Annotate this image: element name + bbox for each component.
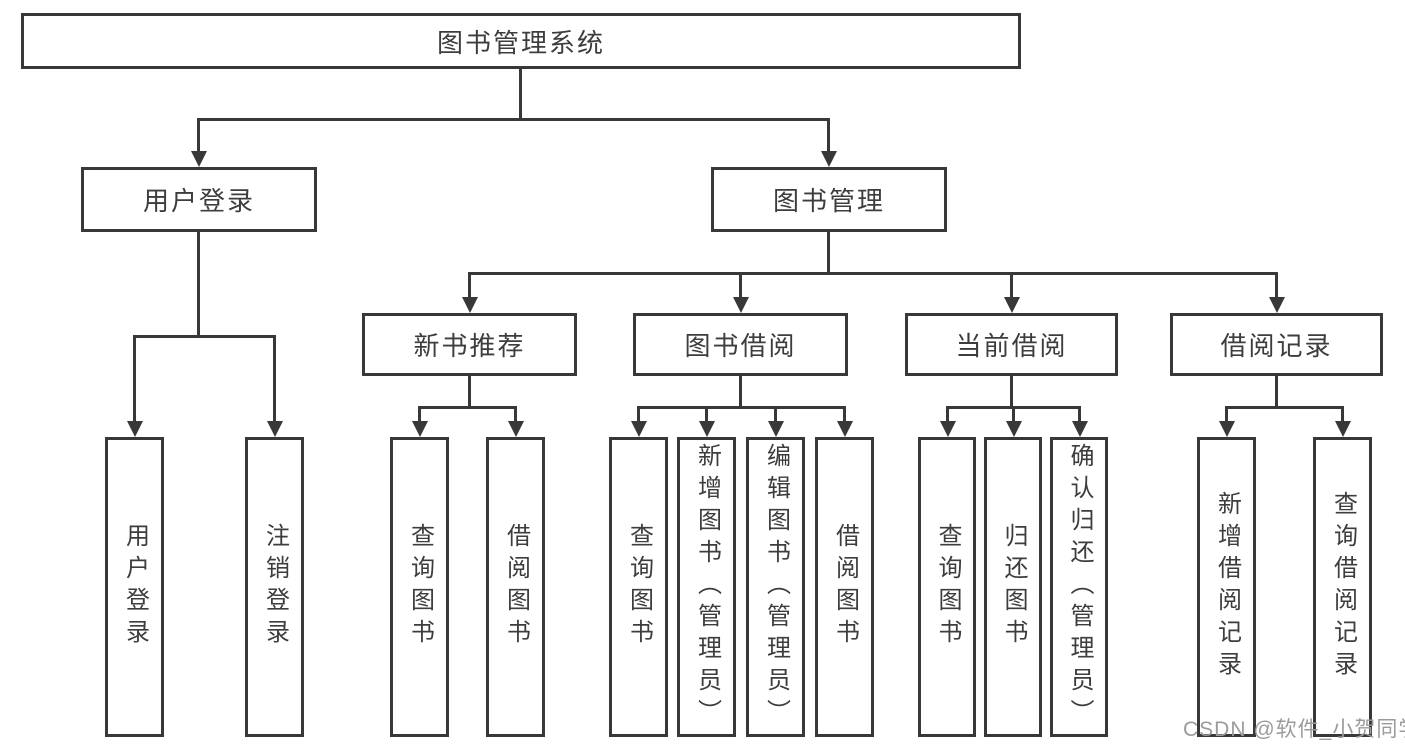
leaf-label: 查询借阅记录 bbox=[1329, 491, 1357, 683]
leaf-label: 查询图书 bbox=[406, 523, 434, 651]
connector-line bbox=[739, 376, 742, 409]
leaf-borrow-books-recommend: 借阅图书 bbox=[486, 437, 545, 737]
leaf-user-login: 用户登录 bbox=[105, 437, 164, 737]
leaf-add-borrow-record: 新增借阅记录 bbox=[1197, 437, 1256, 737]
leaf-confirm-return-admin: 确认归还（管理员） bbox=[1050, 437, 1108, 737]
connector-line bbox=[1010, 376, 1013, 409]
leaf-label: 确认归还（管理员） bbox=[1066, 443, 1093, 731]
arrow-down-icon bbox=[1012, 406, 1015, 421]
connector-line bbox=[827, 232, 830, 275]
leaf-label: 查询图书 bbox=[625, 523, 653, 651]
connector-line bbox=[1275, 376, 1278, 409]
node-label: 图书管理 bbox=[772, 186, 885, 216]
arrow-down-icon bbox=[468, 272, 471, 297]
leaf-query-books-current: 查询图书 bbox=[918, 437, 976, 737]
leaf-label: 归还图书 bbox=[1000, 523, 1027, 651]
node-label: 借阅记录 bbox=[1220, 331, 1333, 361]
arrow-down-icon bbox=[1078, 406, 1081, 421]
node-root: 图书管理系统 bbox=[21, 13, 1021, 69]
node-root-label: 图书管理系统 bbox=[436, 27, 605, 58]
leaf-edit-books-admin: 编辑图书（管理员） bbox=[746, 437, 805, 737]
arrow-down-icon bbox=[843, 406, 846, 421]
leaf-label: 借阅图书 bbox=[831, 523, 859, 651]
leaf-logout: 注销登录 bbox=[245, 437, 304, 737]
node-current-borrowing: 当前借阅 bbox=[905, 313, 1118, 376]
leaf-label: 编辑图书（管理员） bbox=[762, 443, 790, 731]
connector-line bbox=[468, 376, 471, 409]
connector-line bbox=[133, 335, 276, 338]
arrow-down-icon bbox=[774, 406, 777, 421]
leaf-query-books-borrowing: 查询图书 bbox=[609, 437, 668, 737]
arrow-down-icon bbox=[418, 406, 421, 421]
node-new-book-recommend: 新书推荐 bbox=[362, 313, 577, 376]
leaf-query-books-recommend: 查询图书 bbox=[390, 437, 449, 737]
arrow-down-icon bbox=[946, 406, 949, 421]
leaf-label: 新增借阅记录 bbox=[1213, 491, 1241, 683]
leaf-add-books-admin: 新增图书（管理员） bbox=[677, 437, 736, 737]
connector-line bbox=[418, 406, 517, 409]
arrow-down-icon bbox=[197, 118, 200, 151]
leaf-query-borrow-record: 查询借阅记录 bbox=[1313, 437, 1372, 737]
arrow-down-icon bbox=[1225, 406, 1228, 421]
connector-line bbox=[197, 232, 200, 338]
node-book-borrowing: 图书借阅 bbox=[633, 313, 848, 376]
leaf-label: 借阅图书 bbox=[502, 523, 530, 651]
arrow-down-icon bbox=[739, 272, 742, 297]
arrow-down-icon bbox=[1010, 272, 1013, 297]
leaf-label: 注销登录 bbox=[261, 523, 289, 651]
watermark: CSDN @软件_小贺同学 bbox=[1183, 718, 1405, 741]
leaf-label: 查询图书 bbox=[934, 523, 961, 651]
leaf-label: 新增图书（管理员） bbox=[693, 443, 721, 731]
node-label: 新书推荐 bbox=[413, 331, 526, 361]
arrow-down-icon bbox=[514, 406, 517, 421]
connector-line bbox=[519, 69, 522, 121]
leaf-return-books: 归还图书 bbox=[984, 437, 1042, 737]
node-label: 用户登录 bbox=[142, 186, 255, 216]
leaf-label: 用户登录 bbox=[121, 523, 149, 651]
arrow-down-icon bbox=[1341, 406, 1344, 421]
arrow-down-icon bbox=[1275, 272, 1278, 297]
node-label: 图书借阅 bbox=[684, 331, 797, 361]
node-label: 当前借阅 bbox=[955, 331, 1068, 361]
node-borrowing-records: 借阅记录 bbox=[1170, 313, 1383, 376]
leaf-borrow-books-borrowing: 借阅图书 bbox=[815, 437, 874, 737]
node-book-management: 图书管理 bbox=[711, 167, 947, 232]
connector-line bbox=[468, 272, 1278, 275]
node-user-login-group: 用户登录 bbox=[81, 167, 317, 232]
connector-line bbox=[1225, 406, 1344, 409]
arrow-down-icon bbox=[637, 406, 640, 421]
connector-line bbox=[637, 406, 846, 409]
arrow-down-icon bbox=[827, 118, 830, 151]
arrow-down-icon bbox=[273, 335, 276, 421]
connector-line bbox=[197, 118, 830, 121]
arrow-down-icon bbox=[133, 335, 136, 421]
arrow-down-icon bbox=[705, 406, 708, 421]
